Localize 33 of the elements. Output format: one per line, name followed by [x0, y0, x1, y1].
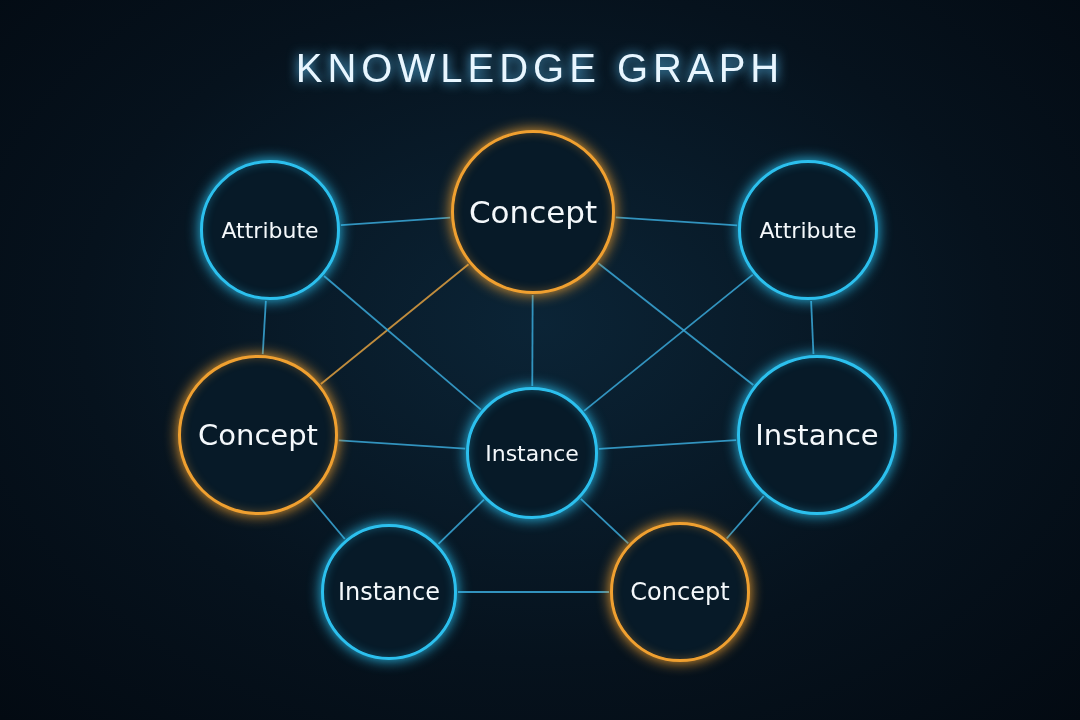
node-label: Instance	[485, 440, 579, 466]
connector-line	[614, 216, 739, 227]
connector-line	[810, 300, 815, 355]
node-label: Instance	[337, 578, 441, 606]
connector-line	[261, 300, 267, 356]
node-label: Attribute	[221, 217, 319, 243]
connector-line	[597, 439, 738, 450]
connector-line	[323, 275, 482, 411]
node-label: Attribute	[759, 217, 857, 243]
node-label: Concept	[468, 194, 598, 230]
connector-line	[725, 495, 765, 540]
connector-line	[583, 273, 754, 412]
title: KNOWLEDGE GRAPH	[294, 46, 786, 91]
graph-node-circle	[466, 387, 598, 519]
connector-line	[309, 496, 346, 540]
graph-node-circle	[321, 524, 457, 660]
connector-line	[339, 216, 452, 227]
graph-node-circle	[610, 522, 750, 662]
graph-node-circle	[737, 355, 897, 515]
node-label: Concept	[198, 418, 318, 452]
connector-line	[457, 591, 610, 593]
connector-line	[579, 497, 630, 545]
graph-node-circle	[178, 355, 338, 515]
graph-node-circle	[200, 160, 340, 300]
connector-line	[437, 498, 485, 545]
node-label: Instance	[755, 418, 879, 452]
graph-node-circle	[451, 130, 615, 294]
graph-node-circle	[738, 160, 878, 300]
connector-line	[597, 262, 755, 386]
connector-line	[320, 263, 470, 385]
node-label: Concept	[630, 578, 730, 606]
connector-line	[337, 439, 467, 450]
connector-line	[531, 294, 534, 387]
